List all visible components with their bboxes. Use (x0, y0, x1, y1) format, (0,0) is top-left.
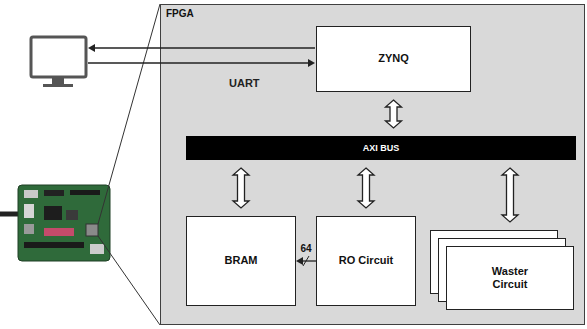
zoom-line (98, 236, 160, 325)
box-label: ZYNQ (378, 52, 409, 65)
box-label: Waster Circuit (479, 265, 541, 291)
circuit-box: Waster Circuit (446, 246, 574, 310)
connector (386, 100, 402, 128)
box-label: RO Circuit (339, 254, 393, 267)
zoom-line (98, 4, 160, 224)
connector (296, 256, 316, 266)
box-label: AXI BUS (363, 143, 400, 154)
connector (233, 168, 249, 208)
monitor-icon (31, 37, 86, 87)
uart-arrows (88, 44, 315, 67)
box-label: BRAM (225, 254, 258, 267)
connector (358, 168, 374, 208)
fpga-panel: FPGA ZYNQ AXI BUS BRAM RO CircuitWaster Circ… (160, 4, 585, 325)
board-picture (0, 185, 110, 261)
memory-box: BRAM (186, 216, 296, 306)
interface-label: UART (229, 77, 260, 89)
bus-bar: AXI BUS (186, 136, 576, 160)
bus-width-label: 64 (300, 243, 311, 254)
panel-heading: FPGA (166, 8, 194, 20)
connector (502, 168, 518, 222)
circuit-box: RO Circuit (316, 216, 416, 306)
processor-box: ZYNQ (316, 26, 471, 92)
